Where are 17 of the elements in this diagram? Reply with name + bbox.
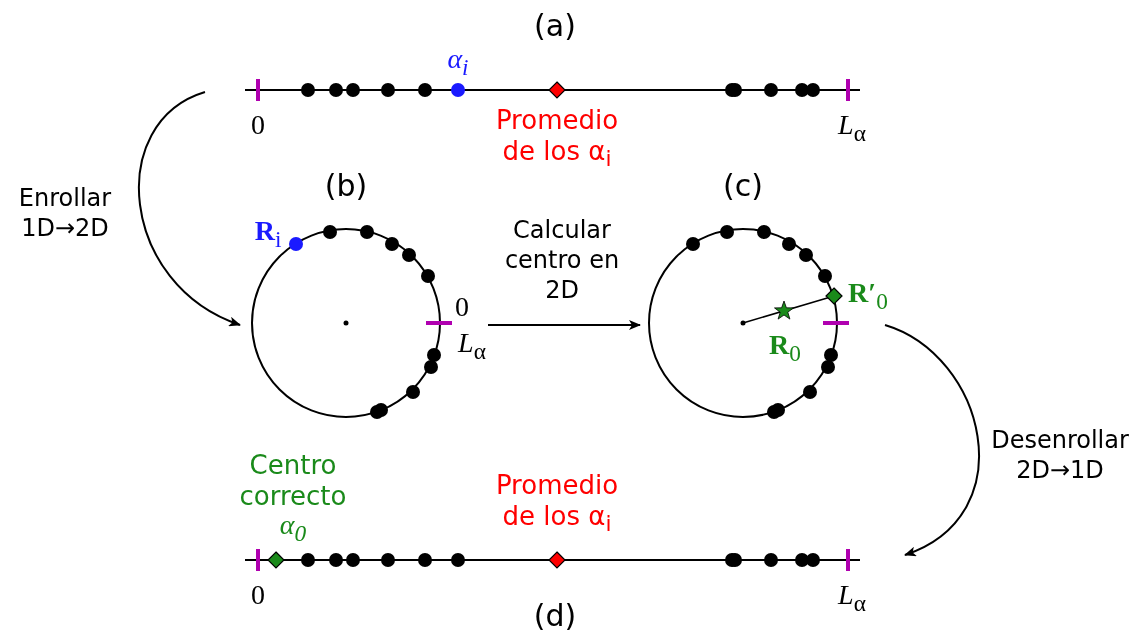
axis-label: 0 <box>250 108 266 142</box>
axis-label: L$_{α}$ <box>836 578 867 618</box>
axis-label: 0 <box>454 290 470 324</box>
math-label: α$_{i}$ <box>446 42 470 82</box>
axis-label: L$_{α}$ <box>456 326 487 366</box>
annotation: Promedio de los α$_{i}$ <box>494 105 620 173</box>
panel-label: (a) <box>534 8 576 43</box>
arrow <box>138 91 241 326</box>
arrow <box>487 320 641 330</box>
axis-label: L$_{α}$ <box>836 108 867 148</box>
arrow <box>884 324 980 556</box>
panel-label: (d) <box>533 598 577 633</box>
panel-label: (b) <box>324 168 368 203</box>
axis-label: 0 <box>250 578 266 612</box>
point-label: R′$_{0}$ <box>847 276 889 316</box>
annotation: Promedio de los α$_{i}$ <box>494 470 620 538</box>
panel-label: (c) <box>723 168 763 203</box>
